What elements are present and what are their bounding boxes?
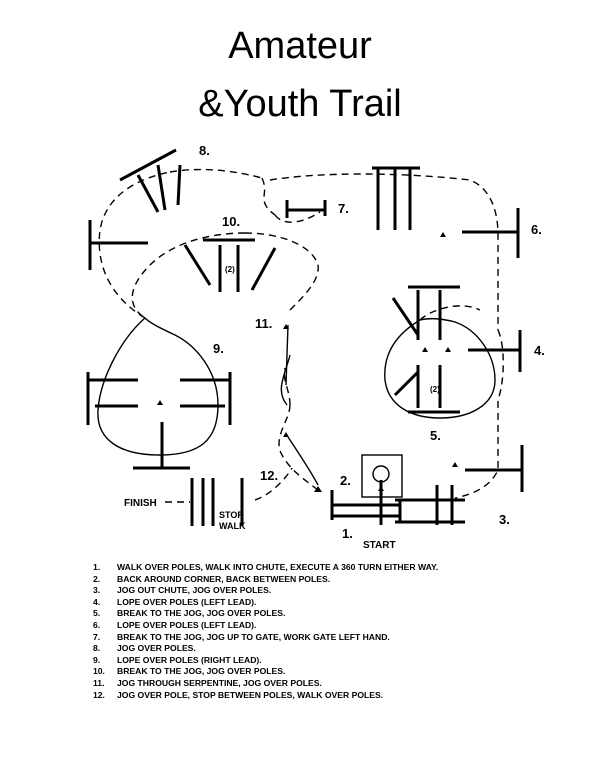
route-solid xyxy=(97,317,496,486)
obstacle-1-2-chute xyxy=(330,454,465,525)
instruction-number: 2. xyxy=(93,573,101,584)
instruction-number: 3. xyxy=(93,585,101,596)
finish-label: FINISH xyxy=(124,498,157,509)
instruction-text: JOG THROUGH SERPENTINE, JOG OVER POLES. xyxy=(117,677,322,688)
obstacle-9-poles xyxy=(86,372,232,470)
instruction-item: 2. BACK AROUND CORNER, BACK BETWEEN POLES… xyxy=(93,574,438,586)
instruction-number: 7. xyxy=(93,631,101,642)
obstacle-12-poles xyxy=(190,478,244,526)
marker-1: 1. xyxy=(342,526,353,541)
instruction-text: LOPE OVER POLES (LEFT LEAD). xyxy=(117,596,257,607)
marker-10: 10. xyxy=(222,214,240,229)
instruction-number: 4. xyxy=(93,596,101,607)
obstacle-left-pole xyxy=(88,220,148,270)
instruction-item: 12. JOG OVER POLE, STOP BETWEEN POLES, WA… xyxy=(93,690,438,702)
marker-11: 11. xyxy=(255,316,272,331)
instruction-text: BREAK TO THE JOG, JOG UP TO GATE, WORK G… xyxy=(117,631,390,642)
instruction-item: 10. BREAK TO THE JOG, JOG OVER POLES. xyxy=(93,666,438,678)
marker-5: 5. xyxy=(430,428,441,443)
instruction-number: 5. xyxy=(93,608,101,619)
instruction-number: 1. xyxy=(93,562,101,572)
instruction-item: 3. JOG OUT CHUTE, JOG OVER POLES. xyxy=(93,585,438,597)
instruction-item: 9. LOPE OVER POLES (RIGHT LEAD). xyxy=(93,655,438,667)
instruction-text: JOG OVER POLES. xyxy=(117,643,196,654)
instruction-text: WALK OVER POLES, WALK INTO CHUTE, EXECUT… xyxy=(117,562,439,572)
obstacle-5-poles xyxy=(391,285,522,414)
obstacle-10-poles xyxy=(183,238,277,292)
instruction-item: 11. JOG THROUGH SERPENTINE, JOG OVER POLE… xyxy=(93,678,438,690)
marker-6: 6. xyxy=(531,222,542,237)
instruction-text: BREAK TO THE JOG, JOG OVER POLES. xyxy=(117,666,286,677)
trail-course-diagram: 8. 7. 10. 6. 11. 9. 4. 5. 12. 2. 3. 1. (… xyxy=(86,143,545,551)
instruction-number: 9. xyxy=(93,654,101,665)
obstacle-6-poles xyxy=(372,166,520,258)
instruction-item: 8. JOG OVER POLES. xyxy=(93,643,438,655)
pair-note-5: (2) xyxy=(430,385,440,394)
instruction-number: 8. xyxy=(93,643,101,654)
marker-3: 3. xyxy=(499,512,510,527)
obstacle-7-gate xyxy=(285,200,327,218)
route-path xyxy=(98,168,504,503)
title-line-2: &Youth Trail xyxy=(198,83,402,125)
instruction-item: 1. WALK OVER POLES, WALK INTO CHUTE, EXEC… xyxy=(93,562,438,574)
instruction-text: LOPE OVER POLES (LEFT LEAD). xyxy=(117,619,257,630)
marker-12: 12. xyxy=(260,468,278,483)
instruction-text: BACK AROUND CORNER, BACK BETWEEN POLES. xyxy=(117,573,331,584)
stop-label: STOP xyxy=(219,510,243,520)
obstacle-8-poles xyxy=(119,148,182,213)
marker-9: 9. xyxy=(213,341,224,356)
obstacle-3-poles xyxy=(435,445,524,525)
instruction-number: 10. xyxy=(93,666,105,677)
instruction-text: BREAK TO THE JOG, JOG OVER POLES. xyxy=(117,608,286,619)
instruction-item: 4. LOPE OVER POLES (LEFT LEAD). xyxy=(93,597,438,609)
instruction-item: 5. BREAK TO THE JOG, JOG OVER POLES. xyxy=(93,608,438,620)
instruction-item: 6. LOPE OVER POLES (LEFT LEAD). xyxy=(93,620,438,632)
marker-7: 7. xyxy=(338,201,349,216)
instruction-text: JOG OUT CHUTE, JOG OVER POLES. xyxy=(117,585,272,596)
instruction-number: 11. xyxy=(93,677,105,688)
marker-2: 2. xyxy=(340,473,351,488)
marker-8: 8. xyxy=(199,143,210,158)
instruction-number: 6. xyxy=(93,619,101,630)
marker-4: 4. xyxy=(534,343,545,358)
direction-arrows xyxy=(157,232,458,492)
title-line-1: Amateur xyxy=(228,25,372,67)
pair-note-10: (2) xyxy=(225,265,235,274)
instruction-number: 12. xyxy=(93,689,105,700)
walk-label: WALK xyxy=(219,521,246,531)
start-label: START xyxy=(363,540,396,551)
instruction-item: 7. BREAK TO THE JOG, JOG UP TO GATE, WORK… xyxy=(93,632,438,644)
instructions-list: 1. WALK OVER POLES, WALK INTO CHUTE, EXEC… xyxy=(93,562,438,701)
instruction-text: JOG OVER POLE, STOP BETWEEN POLES, WALK … xyxy=(117,689,384,700)
instruction-text: LOPE OVER POLES (RIGHT LEAD). xyxy=(117,654,262,665)
